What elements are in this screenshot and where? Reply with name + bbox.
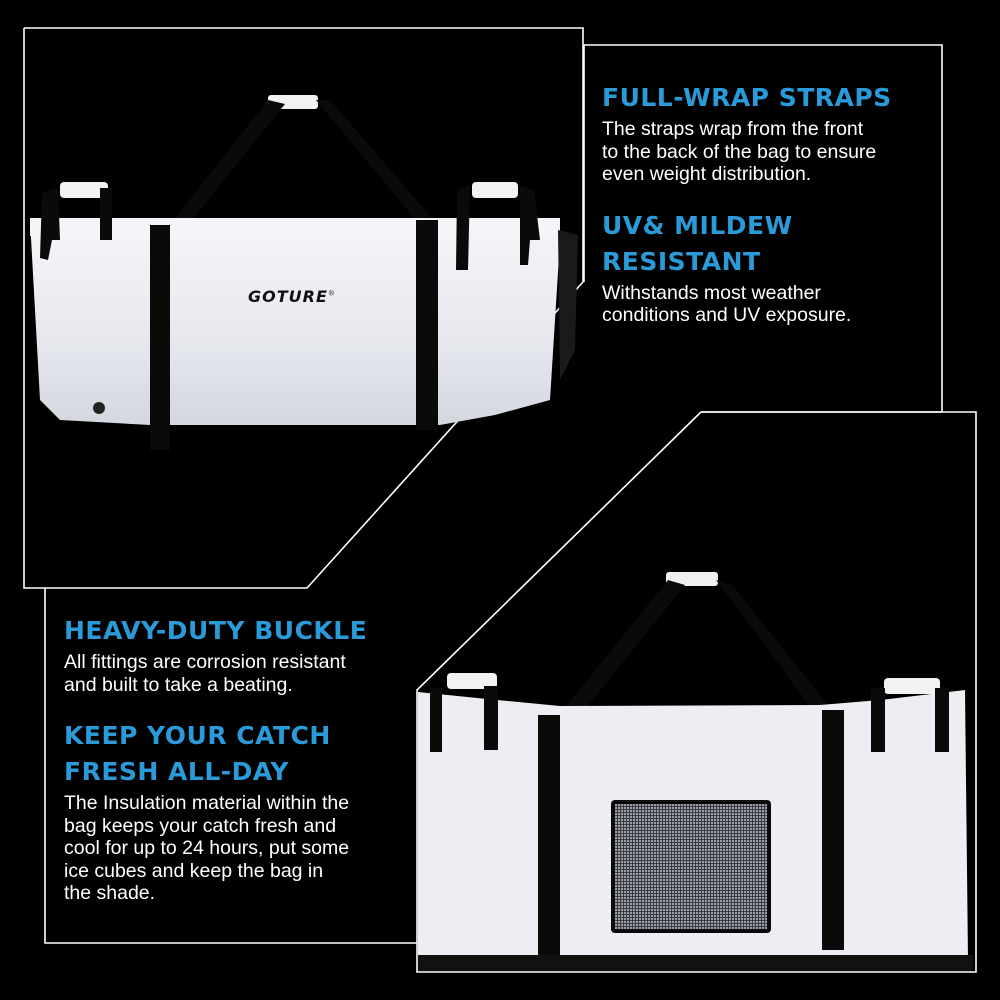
feature-group-bottom-left: HEAVY-DUTY BUCKLE All fittings are corro… xyxy=(64,613,404,933)
title-line: FRESH ALL-DAY xyxy=(64,757,289,786)
brand-logo-top: GOTURE® xyxy=(248,287,336,306)
feature-title: KEEP YOUR CATCH FRESH ALL-DAY xyxy=(64,718,404,790)
desc-line: to the back of the bag to ensure xyxy=(602,140,877,163)
bottom-bag-photo xyxy=(418,572,973,971)
feature-title: FULL-WRAP STRAPS xyxy=(602,83,892,112)
feature-description: The Insulation material within the bag k… xyxy=(64,792,404,905)
feature-title: HEAVY-DUTY BUCKLE xyxy=(64,616,368,645)
desc-line: the shade. xyxy=(64,882,156,904)
feature-description: All fittings are corrosion resistant and… xyxy=(64,651,404,696)
desc-line: bag keeps your catch fresh and xyxy=(64,814,337,837)
feature-full-wrap-straps: FULL-WRAP STRAPS The straps wrap from th… xyxy=(602,80,932,186)
feature-title: UV& MILDEW RESISTANT xyxy=(602,208,932,280)
feature-heavy-duty-buckle: HEAVY-DUTY BUCKLE All fittings are corro… xyxy=(64,613,404,696)
desc-line: and built to take a beating. xyxy=(64,673,293,696)
desc-line: Withstands most weather xyxy=(602,281,821,304)
desc-line: The Insulation material within the xyxy=(64,792,350,814)
desc-line: All fittings are corrosion resistant xyxy=(64,651,346,673)
top-bag-photo xyxy=(30,95,578,450)
title-line: UV& MILDEW xyxy=(602,210,793,240)
desc-line: even weight distribution. xyxy=(602,163,812,185)
desc-line: cool for up to 24 hours, put some xyxy=(64,837,350,859)
feature-group-top-right: FULL-WRAP STRAPS The straps wrap from th… xyxy=(602,80,932,355)
feature-description: Withstands most weather conditions and U… xyxy=(602,282,932,327)
title-line: RESISTANT xyxy=(602,246,761,276)
desc-line: ice cubes and keep the bag in xyxy=(64,859,324,882)
feature-keep-catch-fresh: KEEP YOUR CATCH FRESH ALL-DAY The Insula… xyxy=(64,718,404,905)
feature-uv-mildew-resistant: UV& MILDEW RESISTANT Withstands most wea… xyxy=(602,208,932,327)
brand-name: GOTURE xyxy=(248,287,328,306)
desc-line: conditions and UV exposure. xyxy=(602,304,852,326)
title-line: KEEP YOUR CATCH xyxy=(64,721,331,750)
feature-description: The straps wrap from the front to the ba… xyxy=(602,118,932,186)
registered-mark: ® xyxy=(327,289,336,298)
desc-line: The straps wrap from the front xyxy=(602,118,864,140)
